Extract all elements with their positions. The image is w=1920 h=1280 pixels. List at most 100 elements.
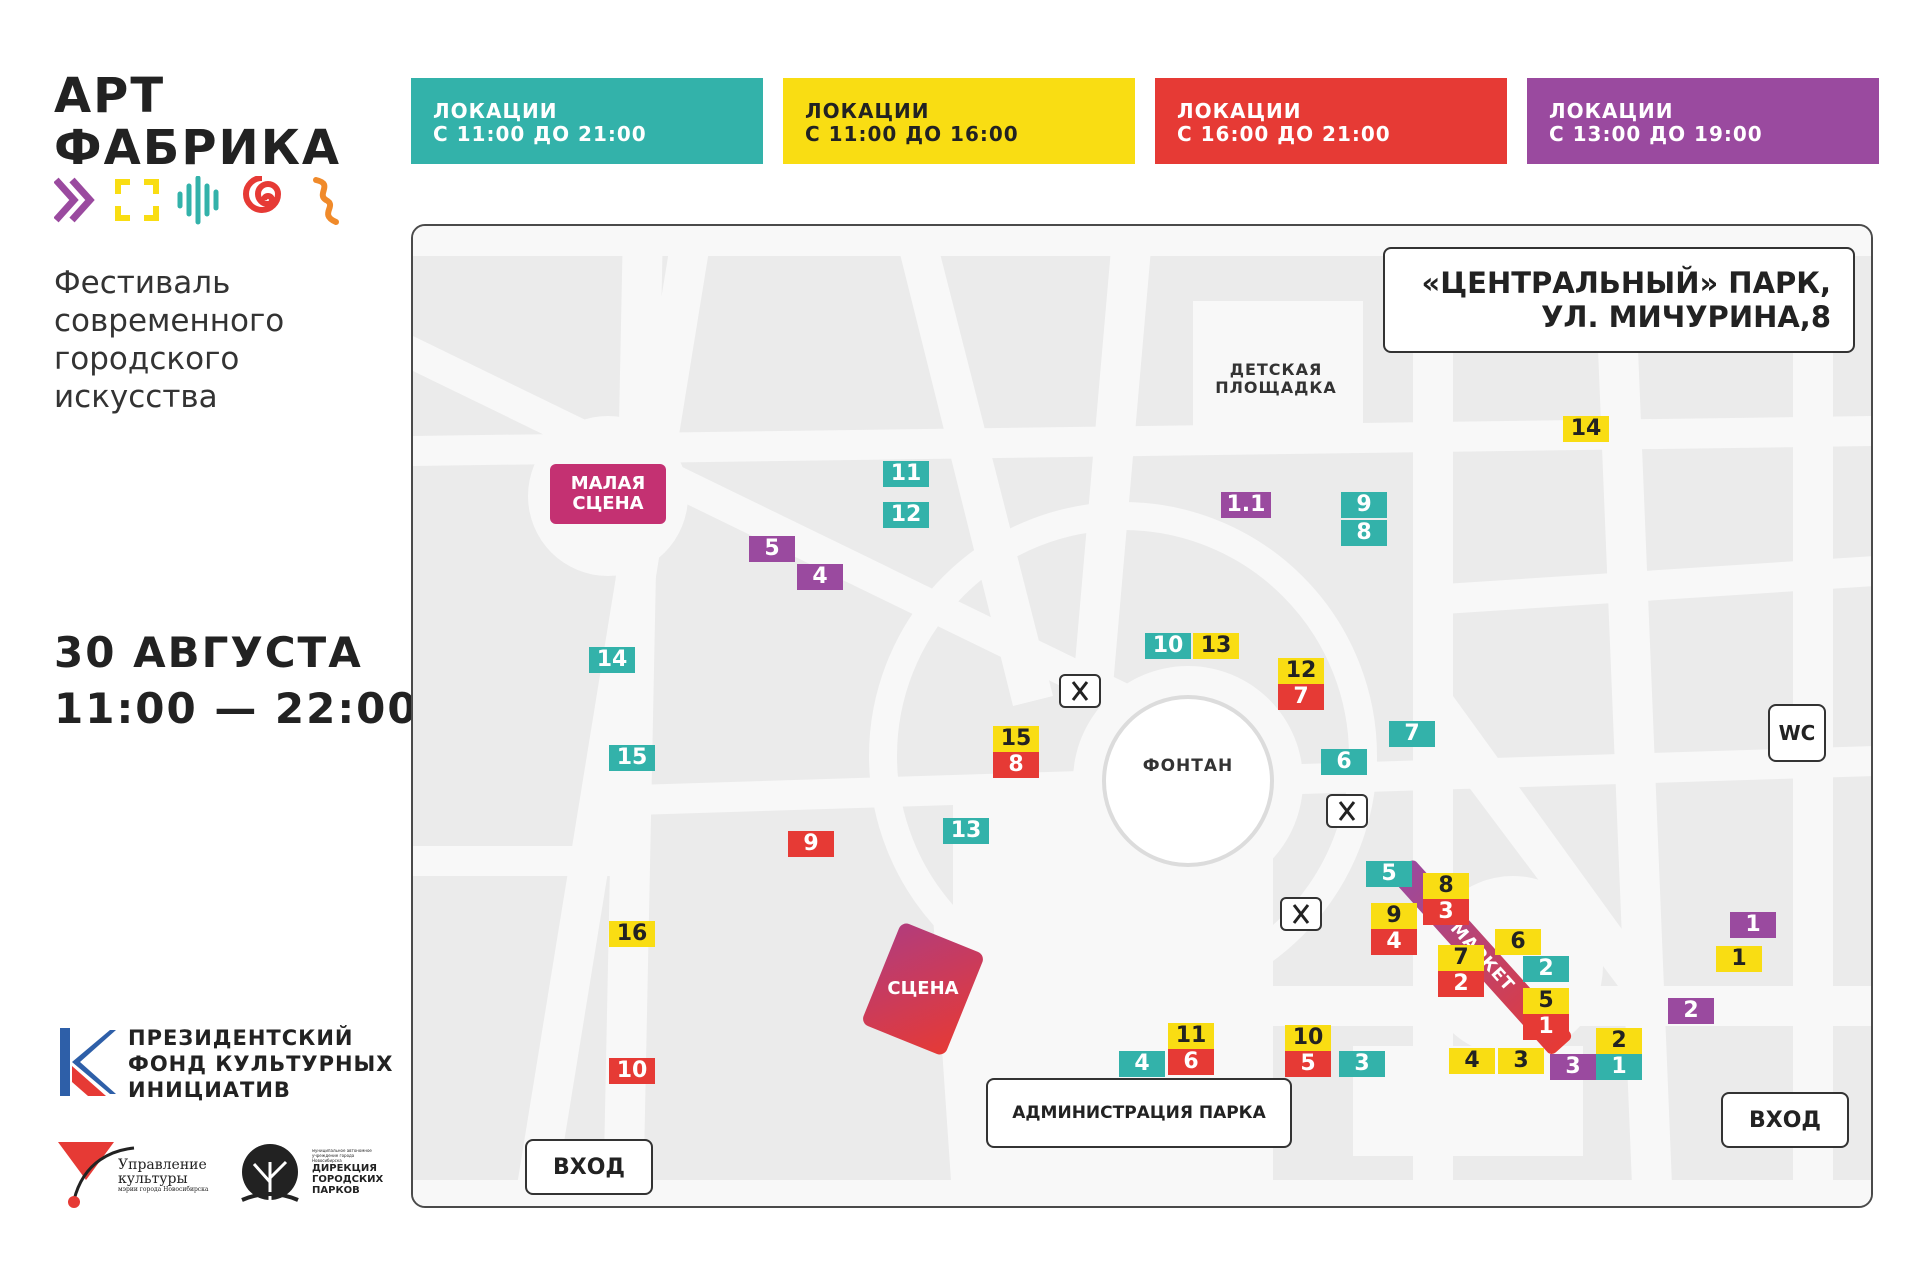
location-marker-red[interactable]: 2 bbox=[1438, 971, 1484, 997]
location-marker-yellow[interactable]: 9 bbox=[1371, 903, 1417, 929]
location-marker-red[interactable]: 10 bbox=[609, 1058, 655, 1084]
presidential-fund-name: ПРЕЗИДЕНТСКИЙ ФОНД КУЛЬТУРНЫХ ИНИЦИАТИВ bbox=[128, 1025, 394, 1103]
park-directorate-name: муниципальное автономное учреждение горо… bbox=[312, 1148, 384, 1196]
location-marker-teal[interactable]: 2 bbox=[1523, 956, 1569, 982]
presidential-fund-logo-icon bbox=[60, 1028, 116, 1096]
legend-label: ЛОКАЦИИ bbox=[805, 99, 930, 123]
spiral-icon bbox=[243, 176, 282, 213]
address-line-2: УЛ. МИЧУРИНА,8 bbox=[1541, 300, 1831, 334]
location-marker-teal[interactable]: 7 bbox=[1389, 721, 1435, 747]
sponsor-text-line: ФОНД КУЛЬТУРНЫХ bbox=[128, 1052, 394, 1076]
wc-sign[interactable]: WC bbox=[1768, 704, 1826, 762]
address-line-1: «ЦЕНТРАЛЬНЫЙ» ПАРК, bbox=[1421, 266, 1832, 300]
location-marker-red[interactable]: 9 bbox=[788, 831, 834, 857]
park-admin[interactable]: АДМИНИСТРАЦИЯ ПАРКА bbox=[986, 1078, 1292, 1148]
location-marker-purple[interactable]: 2 bbox=[1668, 998, 1714, 1024]
location-marker-yellow[interactable]: 7 bbox=[1438, 945, 1484, 971]
location-marker-teal[interactable]: 8 bbox=[1341, 520, 1387, 546]
small-stage-label: МАЛАЯ bbox=[570, 473, 646, 494]
location-marker-teal[interactable]: 10 bbox=[1145, 633, 1191, 659]
location-marker-red[interactable]: 4 bbox=[1371, 929, 1417, 955]
entrance-left[interactable]: ВХОД bbox=[525, 1139, 653, 1195]
sponsor-text-line: Управление bbox=[118, 1157, 207, 1173]
location-marker-yellow[interactable]: 14 bbox=[1563, 416, 1609, 442]
sponsor-text-line: культуры bbox=[118, 1171, 188, 1187]
sponsor-text-line: ИНИЦИАТИВ bbox=[128, 1078, 291, 1102]
location-marker-purple[interactable]: 4 bbox=[797, 564, 843, 590]
location-marker-yellow[interactable]: 3 bbox=[1498, 1048, 1544, 1074]
culture-department-logo-icon bbox=[58, 1142, 135, 1208]
food-court-icon[interactable] bbox=[1280, 897, 1322, 931]
event-time: 11:00 — 22:00 bbox=[54, 684, 419, 733]
park-directorate-tree-icon bbox=[241, 1144, 299, 1208]
sponsor-text-line: муниципальное автономное учреждение горо… bbox=[312, 1148, 372, 1163]
location-marker-purple[interactable]: 5 bbox=[749, 536, 795, 562]
legend-hours: С 11:00 ДО 16:00 bbox=[805, 122, 1019, 146]
subtitle-line: городского bbox=[54, 341, 240, 377]
sponsor-text-line: ПАРКОВ bbox=[312, 1185, 360, 1196]
location-marker-purple[interactable]: 1 bbox=[1730, 912, 1776, 938]
legend-label: ЛОКАЦИИ bbox=[433, 99, 558, 123]
location-marker-red[interactable]: 7 bbox=[1278, 684, 1324, 710]
location-marker-teal[interactable]: 5 bbox=[1366, 861, 1412, 887]
location-marker-red[interactable]: 3 bbox=[1423, 899, 1469, 925]
legend-hours: С 13:00 ДО 19:00 bbox=[1549, 122, 1763, 146]
location-marker-yellow[interactable]: 11 bbox=[1168, 1023, 1214, 1049]
location-marker-yellow[interactable]: 12 bbox=[1278, 658, 1324, 684]
legend-label: ЛОКАЦИИ bbox=[1177, 99, 1302, 123]
location-marker-teal[interactable]: 15 bbox=[609, 745, 655, 771]
legend-purple: ЛОКАЦИИ С 13:00 ДО 19:00 bbox=[1527, 78, 1879, 164]
brand-title: АРТ ФАБРИКА bbox=[54, 70, 341, 174]
location-marker-purple[interactable]: 1.1 bbox=[1221, 492, 1271, 518]
location-marker-teal[interactable]: 6 bbox=[1321, 749, 1367, 775]
sponsor-text-line: ГОРОДСКИХ bbox=[312, 1174, 384, 1185]
subtitle-line: современного bbox=[54, 303, 285, 339]
location-marker-teal[interactable]: 1 bbox=[1596, 1054, 1642, 1080]
fountain-label: ФОНТАН bbox=[1142, 756, 1234, 776]
legend-label: ЛОКАЦИИ bbox=[1549, 99, 1674, 123]
location-marker-yellow[interactable]: 16 bbox=[609, 921, 655, 947]
sponsor-text-line: мэрии города Новосибирска bbox=[118, 1186, 209, 1193]
location-marker-yellow[interactable]: 6 bbox=[1495, 929, 1541, 955]
brand-decorative-icons bbox=[54, 176, 339, 225]
event-day: 30 АВГУСТА bbox=[54, 628, 363, 677]
park-address: «ЦЕНТРАЛЬНЫЙ» ПАРК, УЛ. МИЧУРИНА,8 bbox=[1383, 247, 1855, 353]
location-marker-red[interactable]: 8 bbox=[993, 752, 1039, 778]
location-marker-teal[interactable]: 14 bbox=[589, 647, 635, 673]
location-marker-teal[interactable]: 12 bbox=[883, 502, 929, 528]
location-marker-purple[interactable]: 3 bbox=[1550, 1054, 1596, 1080]
location-marker-teal[interactable]: 9 bbox=[1341, 492, 1387, 518]
location-marker-teal[interactable]: 11 bbox=[883, 461, 929, 487]
brand-line-1: АРТ bbox=[54, 68, 166, 124]
double-chevron-icon bbox=[54, 177, 95, 223]
location-marker-yellow[interactable]: 10 bbox=[1285, 1025, 1331, 1051]
sponsor-text-line: ДИРЕКЦИЯ bbox=[312, 1163, 377, 1174]
playground-label: ДЕТСКАЯ ПЛОЩАДКА bbox=[1201, 361, 1351, 397]
entrance-right[interactable]: ВХОД bbox=[1721, 1092, 1849, 1148]
location-marker-teal[interactable]: 4 bbox=[1119, 1051, 1165, 1077]
frame-corners-icon bbox=[115, 179, 159, 221]
playground-label-line: ПЛОЩАДКА bbox=[1215, 378, 1337, 397]
location-marker-yellow[interactable]: 8 bbox=[1423, 873, 1469, 899]
sound-wave-icon bbox=[177, 176, 219, 225]
location-marker-red[interactable]: 5 bbox=[1285, 1051, 1331, 1077]
food-court-icon[interactable] bbox=[1326, 794, 1368, 828]
park-map: ДЕТСКАЯ ПЛОЩАДКА ФОНТАН «ЦЕНТРАЛЬНЫЙ» ПА… bbox=[411, 224, 1873, 1208]
location-marker-yellow[interactable]: 13 bbox=[1193, 633, 1239, 659]
location-marker-red[interactable]: 1 bbox=[1523, 1014, 1569, 1040]
small-stage-label: СЦЕНА bbox=[572, 493, 644, 514]
location-marker-red[interactable]: 6 bbox=[1168, 1049, 1214, 1075]
location-marker-yellow[interactable]: 4 bbox=[1449, 1048, 1495, 1074]
main-stage-label: СЦЕНА bbox=[887, 978, 959, 999]
location-marker-yellow[interactable]: 2 bbox=[1596, 1028, 1642, 1054]
location-marker-yellow[interactable]: 1 bbox=[1716, 946, 1762, 972]
location-marker-teal[interactable]: 3 bbox=[1339, 1051, 1385, 1077]
food-court-icon[interactable] bbox=[1059, 674, 1101, 708]
location-marker-teal[interactable]: 13 bbox=[943, 818, 989, 844]
legend-yellow: ЛОКАЦИИ С 11:00 ДО 16:00 bbox=[783, 78, 1135, 164]
culture-department-name: Управление культуры мэрии города Новосиб… bbox=[118, 1158, 209, 1194]
brand-line-2: ФАБРИКА bbox=[54, 120, 342, 176]
small-stage[interactable]: МАЛАЯ СЦЕНА bbox=[550, 464, 666, 524]
location-marker-yellow[interactable]: 15 bbox=[993, 726, 1039, 752]
location-marker-yellow[interactable]: 5 bbox=[1523, 988, 1569, 1014]
